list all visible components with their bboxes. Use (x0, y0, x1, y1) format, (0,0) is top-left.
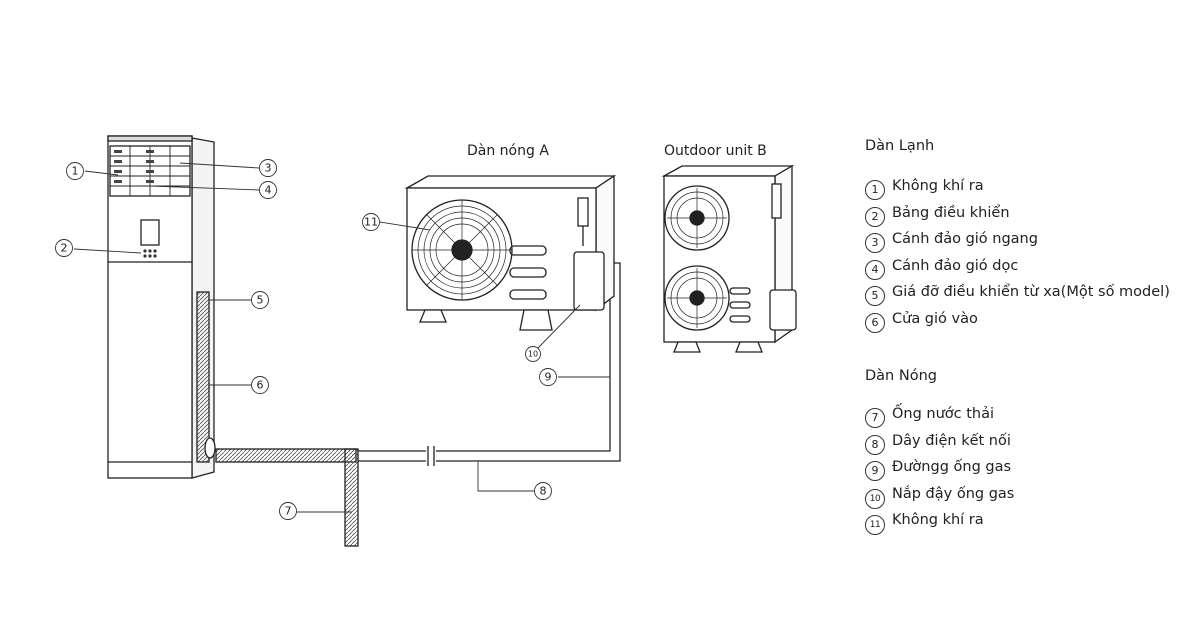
legend-text: Nắp đậy ống gas (892, 485, 1015, 502)
svg-text:5: 5 (257, 294, 264, 307)
svg-text:11: 11 (364, 216, 378, 229)
indoor-legend-title: Dàn Lạnh (865, 138, 935, 154)
svg-text:1: 1 (72, 165, 79, 178)
svg-text:10: 10 (528, 350, 538, 359)
legend-item: 8 Dây điện kết nối (865, 428, 1014, 455)
legend-text: Giá đỡ điều khiển từ xa(Một số model) (892, 284, 1170, 301)
callout-marker: 8 (865, 434, 885, 455)
piping (215, 262, 621, 547)
callout-2: 2 (55, 239, 73, 257)
outdoor-legend: 7 Ống nước thải 8 Dây điện kết nối 9 Đườngg… (865, 401, 1015, 536)
callout-marker: 7 (865, 408, 885, 428)
outdoor-unit-b (661, 164, 797, 353)
legend-item: 9 Đườngg ống gas (865, 454, 1014, 482)
legend-text: Cánh đảo gió ngang (892, 231, 1038, 248)
legend-item: 3 Cánh đảo gió ngang (865, 226, 1170, 254)
legend-text: Dây điện kết nối (892, 432, 1011, 449)
callout-marker: 9 (865, 461, 885, 482)
callout-marker: 3 (865, 233, 885, 254)
svg-text:8: 8 (540, 485, 547, 498)
callout-marker: 2 (865, 206, 885, 227)
legend-text: Cánh đảo gió dọc (892, 257, 1019, 274)
callout-1: 1 (66, 162, 84, 180)
callout-11: 11 (362, 213, 380, 231)
legend-text: Không khí ra (892, 178, 984, 194)
legend-text: Đườngg ống gas (892, 459, 1012, 476)
callout-marker: 6 (865, 312, 885, 333)
legend-item: 6 Cửa gió vào (865, 306, 1170, 333)
callout-5: 5 (251, 291, 269, 309)
callout-7: 7 (279, 502, 297, 520)
callout-marker: 5 (865, 286, 885, 307)
svg-text:7: 7 (285, 505, 292, 518)
callout-marker: 4 (865, 259, 885, 280)
outdoor-unit-a (404, 174, 617, 331)
svg-text:6: 6 (257, 379, 264, 392)
callout-marker: 11 (865, 515, 885, 536)
legend-item: 5 Giá đỡ điều khiển từ xa(Một số model) (865, 279, 1170, 307)
legend-item: 10 Nắp đậy ống gas (865, 481, 1015, 509)
svg-text:2: 2 (61, 242, 68, 255)
callout-marker: 1 (865, 180, 885, 200)
callout-6: 6 (251, 376, 269, 394)
legend-item: 2 Bảng điều khiển (865, 200, 1170, 227)
legend-item: 1 Không khí ra (865, 173, 1170, 200)
callout-9: 9 (539, 368, 557, 386)
legend-item: 7 Ống nước thải (865, 401, 1014, 428)
svg-text:9: 9 (545, 371, 552, 384)
callout-3: 3 (259, 159, 277, 177)
legend-text: Cửa gió vào (892, 310, 978, 327)
callout-marker: 10 (865, 488, 885, 509)
legend-item: 11 Không khí ra (865, 507, 1014, 536)
legend-text: Ống nước thải (892, 406, 995, 422)
svg-text:4: 4 (265, 184, 272, 197)
legend-text: Không khí ra (892, 512, 984, 529)
indoor-unit (107, 135, 216, 479)
callout-4: 4 (259, 181, 277, 199)
unit-b-title: Outdoor unit B (664, 143, 767, 159)
outdoor-legend-title: Dàn Nóng (865, 368, 937, 384)
callout-10: 10 (525, 346, 541, 362)
legend-item: 4 Cánh đảo gió dọc (865, 253, 1170, 280)
svg-text:3: 3 (265, 162, 272, 175)
legend-text: Bảng điều khiển (892, 204, 1010, 221)
callout-leaders (73, 162, 610, 513)
callout-8: 8 (534, 482, 552, 500)
unit-a-title: Dàn nóng A (467, 143, 549, 159)
